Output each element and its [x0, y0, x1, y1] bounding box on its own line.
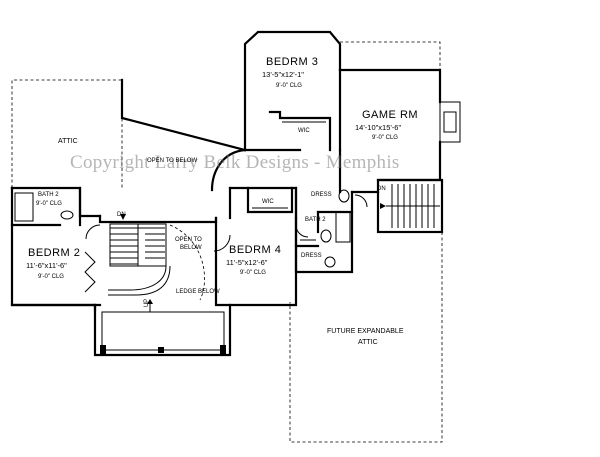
open-below-mid-label-2: BELOW — [180, 245, 202, 251]
dn-right-label: DN — [377, 186, 386, 192]
open-below-mid-label-1: OPEN TO — [175, 237, 202, 243]
bedrm4-dims: 11'-5"x12'-6" — [226, 258, 268, 267]
bedrm4-name: BEDRM 4 — [229, 244, 282, 256]
future-attic-label-1: FUTURE EXPANDABLE — [327, 328, 404, 335]
game-rm-name: GAME RM — [362, 109, 419, 121]
dress-top-label: DRESS — [311, 192, 332, 198]
ledge-below-label: LEDGE BELOW — [176, 289, 220, 295]
wic-mid-label: WIC — [262, 199, 274, 205]
bath2-left-clg: 9'-0" CLG — [36, 201, 62, 207]
interior-walls — [10, 68, 440, 312]
dn-left-label: DN — [117, 212, 126, 218]
exterior-walls — [10, 30, 461, 357]
bedrm3-name: BEDRM 3 — [266, 56, 319, 68]
bath2-right-name: BATH 2 — [305, 217, 326, 223]
game-rm-dims: 14'-10"x15'-6" — [355, 123, 402, 132]
attic-outlines — [11, 41, 443, 443]
open-below-top-label: OPEN TO BELOW — [147, 158, 198, 164]
right-stair-treads — [380, 184, 440, 228]
bedrm2-dims: 11'-6"x11'-6" — [26, 261, 67, 270]
bedrm4-clg: 9'-0" CLG — [240, 270, 266, 276]
bedrm3-clg: 9'-0" CLG — [276, 83, 302, 89]
dress-bottom-label: DRESS — [301, 253, 322, 259]
up-label: UP — [144, 298, 151, 308]
copyright-watermark: Copyright Larry Belk Designs - Memphis — [70, 152, 400, 173]
future-attic-label-2: ATTIC — [358, 339, 378, 346]
bedrm2-clg: 9'-0" CLG — [38, 274, 64, 280]
wic-top-label: WIC — [298, 128, 310, 134]
game-rm-clg: 9'-0" CLG — [372, 135, 398, 141]
bedrm3-dims: 13'-5"x12'-1" — [262, 70, 304, 79]
stair-treads — [108, 223, 171, 296]
bath2-left-name: BATH 2 — [38, 192, 59, 198]
bedrm2-name: BEDRM 2 — [28, 247, 81, 259]
attic-label: ATTIC — [58, 138, 78, 145]
